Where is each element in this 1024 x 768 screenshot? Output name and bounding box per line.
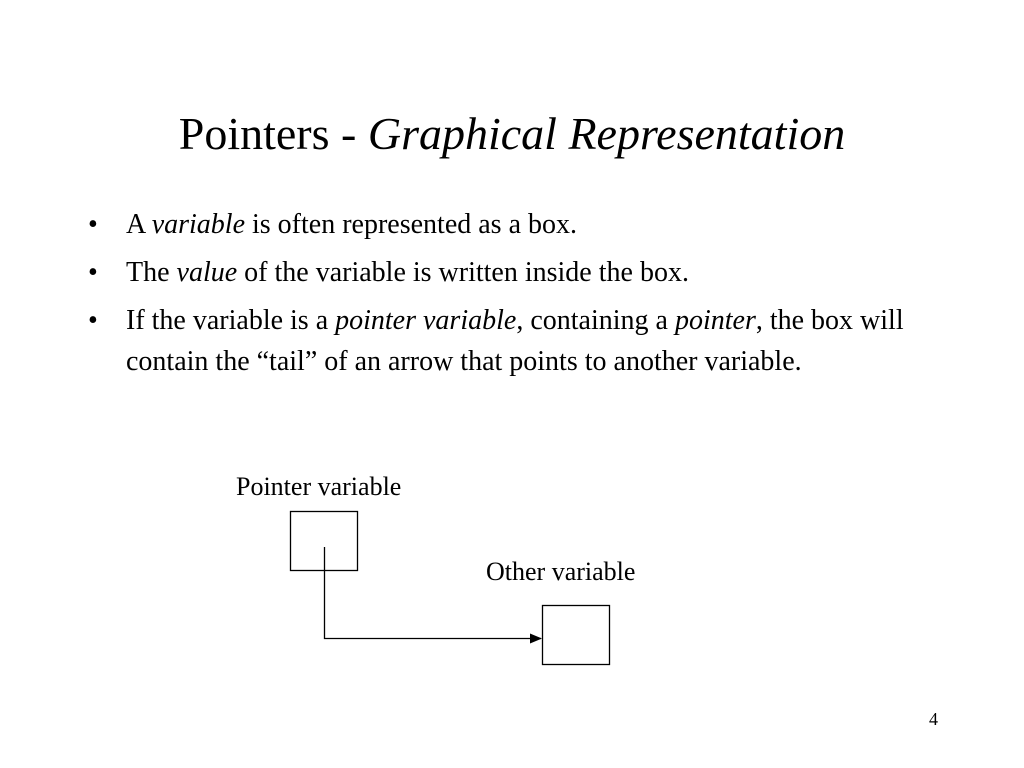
other-variable-label: Other variable — [486, 557, 636, 586]
other-variable-box — [541, 604, 611, 666]
page-number: 4 — [929, 709, 938, 729]
bullet-list: • A variable is often represented as a b… — [88, 204, 908, 389]
bullet-text: is often represented as a box. — [245, 209, 577, 240]
bullet-marker: • — [88, 305, 98, 336]
bullet-text: If the variable is a — [126, 305, 336, 336]
bullet-item-1: • A variable is often represented as a b… — [88, 204, 908, 245]
pointer-variable-box — [289, 510, 359, 572]
slide-title: Pointers - Graphical Representation — [0, 104, 1024, 164]
bullet-emphasis: pointer variable — [335, 305, 517, 336]
bullet-text: , the box will contain the “tail” of an … — [126, 305, 904, 377]
bullet-text: of the variable is written inside the bo… — [237, 257, 689, 288]
bullet-text: A — [126, 209, 152, 240]
pointer-variable-label: Pointer variable — [236, 472, 402, 501]
bullet-item-2: • The value of the variable is written i… — [88, 252, 908, 293]
bullet-emphasis: pointer — [674, 305, 756, 336]
bullet-text: The — [126, 257, 177, 288]
bullet-item-3: • If the variable is a pointer variable,… — [88, 300, 908, 382]
bullet-emphasis: variable — [151, 209, 245, 240]
title-italic: Graphical Representation — [367, 108, 846, 159]
bullet-marker: • — [88, 257, 98, 288]
bullet-emphasis: value — [176, 257, 238, 288]
title-main: Pointers - — [178, 108, 368, 159]
bullet-text: , containing a — [516, 305, 675, 336]
bullet-marker: • — [88, 209, 98, 240]
